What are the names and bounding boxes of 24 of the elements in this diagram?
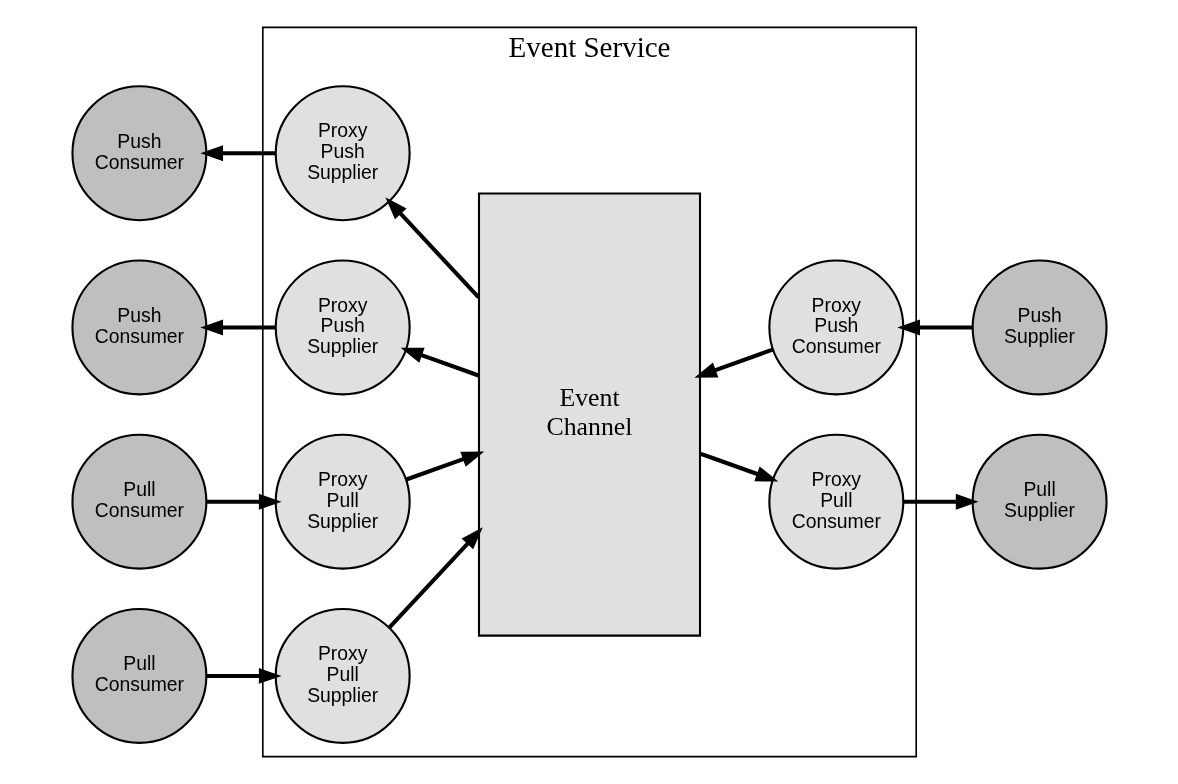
node-circle: Proxy Pull Supplier: [274, 433, 411, 570]
node-circle: Pull Consumer: [70, 433, 207, 570]
arrow: [206, 493, 282, 510]
node-circle: Push Supplier: [971, 259, 1108, 396]
node-circle: Push Consumer: [70, 85, 207, 222]
node-circle: Proxy Push Consumer: [767, 259, 904, 396]
node-circle: Pull Consumer: [70, 607, 207, 744]
arrow: [400, 347, 479, 378]
node-circle: Proxy Push Supplier: [274, 259, 411, 396]
arrow: [387, 527, 483, 629]
node-circle: Proxy Pull Supplier: [274, 607, 411, 744]
arrow: [902, 493, 978, 510]
arrow: [384, 197, 480, 299]
arrow: [693, 347, 773, 378]
arrow: [405, 451, 484, 482]
arrow: [896, 319, 972, 336]
node-box: Event Channel: [477, 192, 701, 637]
arrow: [199, 319, 275, 336]
arrow: [698, 451, 778, 482]
arrow: [199, 145, 275, 162]
arrow: [206, 668, 282, 684]
node-circle: Pull Supplier: [971, 433, 1108, 570]
node-circle: Proxy Pull Consumer: [767, 433, 904, 570]
node-circle: Push Consumer: [70, 259, 207, 396]
